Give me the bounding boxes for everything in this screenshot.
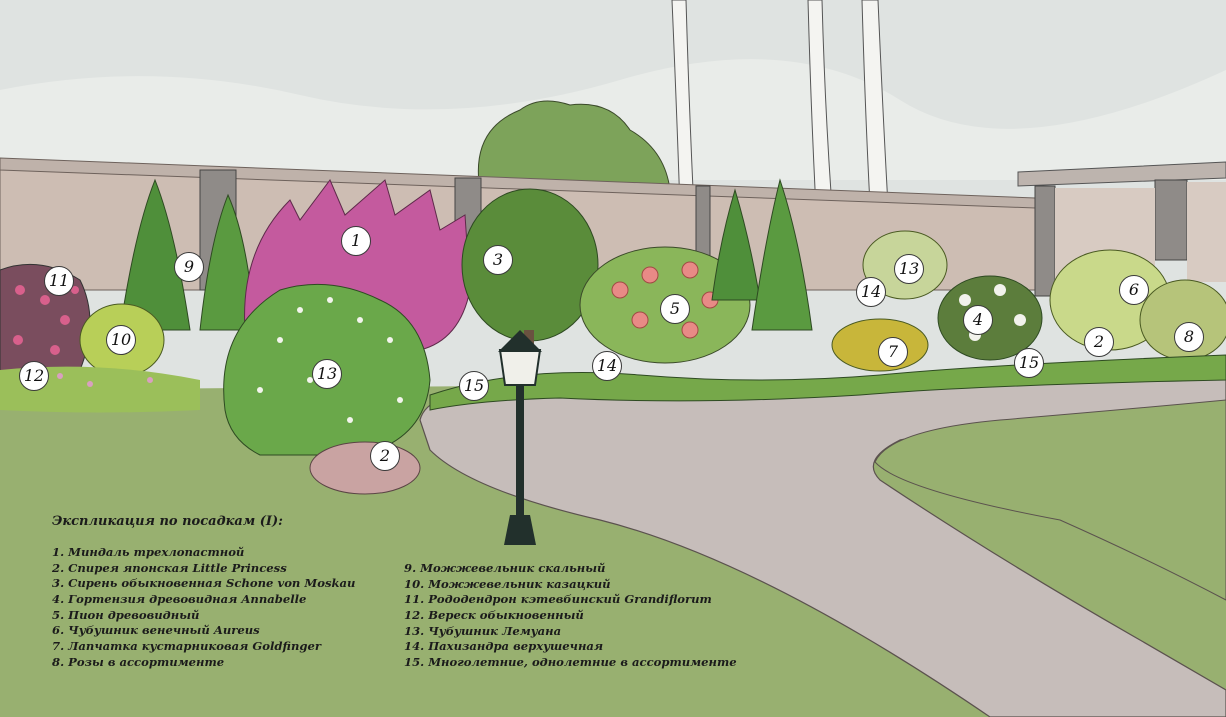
legend-item: 9. Можжевельник скальный xyxy=(404,561,606,575)
rhododendron-flowers xyxy=(13,285,79,355)
marker-9: 9 xyxy=(174,252,204,282)
legend-item: 3. Сирень обыкновенная Schone von Moskau xyxy=(52,576,356,591)
lamp-post xyxy=(516,375,524,515)
legend-item: 1. Миндаль трехлопастной xyxy=(52,545,245,559)
marker-13: 13 xyxy=(894,254,924,284)
marker-6: 6 xyxy=(1119,275,1149,305)
lilac-crown xyxy=(461,188,599,342)
conifer xyxy=(751,178,813,331)
spirea-bush xyxy=(309,441,421,495)
legend-list-right: 9. Можжевельник скальный 10. Можжевельни… xyxy=(404,561,737,671)
marker-8: 8 xyxy=(1174,322,1204,352)
lawn-island xyxy=(874,399,1226,601)
legend-item: 12. Вереск обыкновенный xyxy=(404,608,584,623)
legend-item: 7. Лапчатка кустарниковая Goldfinger xyxy=(52,639,321,654)
peony-flowers xyxy=(611,261,719,339)
conifer xyxy=(199,193,256,331)
marker-14: 14 xyxy=(856,277,886,307)
lamp-base xyxy=(504,515,536,545)
marker-2: 2 xyxy=(1084,327,1114,357)
legend-item: 4. Гортензия древовидная Annabelle xyxy=(52,592,307,607)
marker-11: 11 xyxy=(44,266,74,296)
marker-7: 7 xyxy=(878,337,908,367)
mock-orange-flowers xyxy=(257,297,403,423)
legend-item: 13. Чубушник Лемуана xyxy=(404,623,562,638)
legend-item: 11. Рододендрон кэтевбинский Grandifloru… xyxy=(404,592,712,607)
marker-15: 15 xyxy=(459,371,489,401)
legend-item: 14. Пахизандра верхушечная xyxy=(404,639,604,654)
legend-item: 5. Пион древовидный xyxy=(52,607,200,622)
pergola-pillar xyxy=(1154,179,1188,261)
lamp-head xyxy=(498,349,542,386)
legend-item: 6. Чубушник венечный Aureus xyxy=(52,623,260,638)
lamp-cap xyxy=(498,330,542,352)
legend-list-left: 1. Миндаль трехлопастной 2. Спирея японс… xyxy=(52,545,355,671)
marker-1: 1 xyxy=(341,226,371,256)
marker-5: 5 xyxy=(660,294,690,324)
marker-3: 3 xyxy=(483,245,513,275)
marker-4: 4 xyxy=(963,305,993,335)
pergola-wall xyxy=(1187,182,1226,282)
marker-14: 14 xyxy=(592,351,622,381)
marker-10: 10 xyxy=(106,325,136,355)
legend-title: Экспликация по посадкам (I): xyxy=(52,514,283,529)
pergola-pillar xyxy=(1034,185,1056,297)
marker-12: 12 xyxy=(19,361,49,391)
legend-item: 8. Розы в ассортименте xyxy=(52,654,225,669)
conifer xyxy=(711,188,761,301)
marker-15: 15 xyxy=(1014,348,1044,378)
legend-item: 15. Многолетние, однолетние в ассортимен… xyxy=(404,655,737,670)
legend-item: 2. Спирея японская Little Princess xyxy=(52,560,287,575)
legend-item: 10. Можжевельник казацкий xyxy=(404,576,611,591)
marker-2: 2 xyxy=(370,441,400,471)
marker-13: 13 xyxy=(312,359,342,389)
